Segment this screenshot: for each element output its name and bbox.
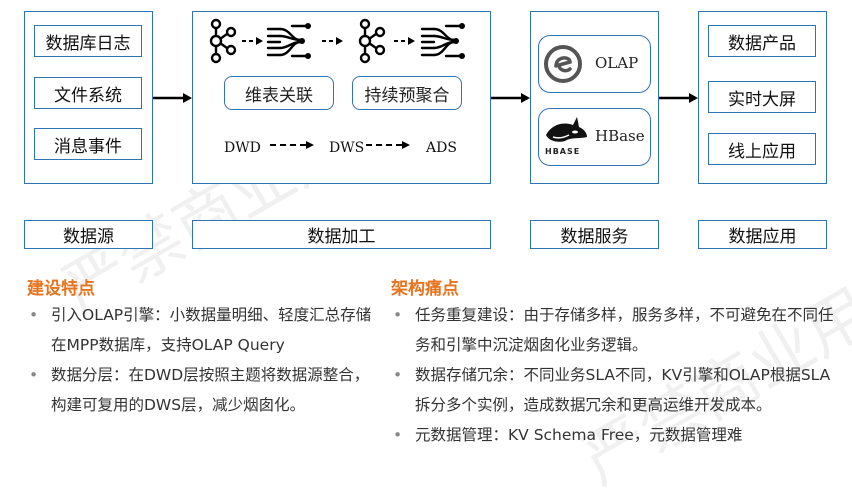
dim-join-tag[interactable]: 维表关联 xyxy=(224,76,334,110)
app-label: 数据产品 xyxy=(728,33,796,54)
arrow-processing-to-service xyxy=(491,93,530,103)
hbase-service[interactable]: HBASE HBase xyxy=(538,108,651,166)
app-label: 线上应用 xyxy=(728,141,796,162)
arrow-service-to-apps xyxy=(659,93,698,103)
list-item: 数据存储冗余：不同业务SLA不同，KV引擎和OLAP根据SLA拆分多个实例，造成… xyxy=(391,360,839,420)
layer-dwd: DWD xyxy=(224,140,261,156)
hbase-logo-text: HBASE xyxy=(545,147,581,156)
section-label-text: 数据应用 xyxy=(728,227,797,247)
data-processing-label: 数据加工 xyxy=(192,220,491,249)
pain-points-list: 任务重复建设：由于存储多样，服务多样，不可避免在不同任务和引擎中沉淀烟囱化业务逻… xyxy=(391,300,839,450)
list-item: 引入OLAP引擎：小数据量明细、轻度汇总存储在MPP数据库，支持OLAP Que… xyxy=(27,300,379,360)
data-source-label: 数据源 xyxy=(24,220,153,249)
olap-engine-icon xyxy=(544,45,582,83)
layer-ads: ADS xyxy=(426,140,457,156)
pre-aggregation-tag[interactable]: 持续预聚合 xyxy=(352,76,462,110)
tag-label: 维表关联 xyxy=(245,85,313,106)
source-filesystem[interactable]: 文件系统 xyxy=(34,77,142,109)
kafka-icon xyxy=(358,18,386,64)
dash-arrow xyxy=(394,37,415,45)
features-heading: 建设特点 xyxy=(27,279,95,299)
flink-stream-icon xyxy=(420,23,465,59)
dash-arrow xyxy=(366,141,410,149)
app-label: 实时大屏 xyxy=(728,89,796,110)
section-label-text: 数据服务 xyxy=(560,227,629,247)
dash-arrow xyxy=(270,141,314,149)
list-item: 数据分层：在DWD层按照主题将数据源整合，构建可复用的DWS层，减少烟囱化。 xyxy=(27,360,379,420)
source-message-events[interactable]: 消息事件 xyxy=(34,128,142,160)
app-data-product[interactable]: 数据产品 xyxy=(708,25,816,57)
dash-arrow xyxy=(242,37,263,45)
data-apps-label: 数据应用 xyxy=(698,220,827,249)
source-label: 文件系统 xyxy=(54,85,122,106)
olap-label: OLAP xyxy=(595,54,639,72)
source-label: 消息事件 xyxy=(54,136,122,157)
tag-label: 持续预聚合 xyxy=(364,85,450,106)
list-item: 任务重复建设：由于存储多样，服务多样，不可避免在不同任务和引擎中沉淀烟囱化业务逻… xyxy=(391,300,839,360)
data-service-label: 数据服务 xyxy=(530,220,659,249)
section-label-text: 数据加工 xyxy=(307,227,376,247)
pain-points-heading: 架构痛点 xyxy=(391,279,459,299)
section-label-text: 数据源 xyxy=(63,227,114,247)
layer-dws: DWS xyxy=(329,140,365,156)
app-realtime-dashboard[interactable]: 实时大屏 xyxy=(708,81,816,113)
list-item: 元数据管理：KV Schema Free，元数据管理难 xyxy=(391,420,839,450)
flink-stream-icon xyxy=(266,23,311,59)
app-online-service[interactable]: 线上应用 xyxy=(708,133,816,165)
hbase-orca-icon xyxy=(546,117,587,142)
kafka-icon xyxy=(209,18,237,64)
olap-service[interactable]: OLAP xyxy=(538,35,651,93)
hbase-label: HBase xyxy=(595,127,645,145)
source-db-log[interactable]: 数据库日志 xyxy=(34,25,142,57)
features-list: 引入OLAP引擎：小数据量明细、轻度汇总存储在MPP数据库，支持OLAP Que… xyxy=(27,300,379,420)
source-label: 数据库日志 xyxy=(45,33,131,54)
arrow-source-to-processing xyxy=(153,93,192,103)
dash-arrow xyxy=(322,37,343,45)
